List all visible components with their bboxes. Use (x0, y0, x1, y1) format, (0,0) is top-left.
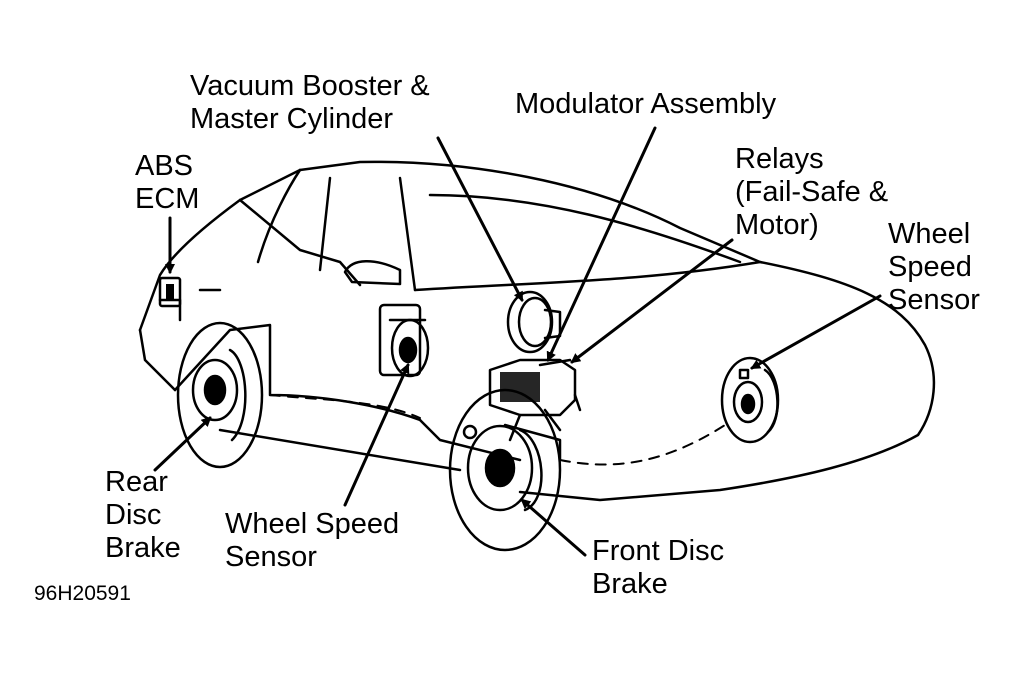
label-modulator-assembly: Modulator Assembly (515, 88, 776, 121)
label-relays-line-2: (Fail-Safe & (735, 176, 889, 208)
label-abs-ecm-line-1: ABS (135, 150, 194, 182)
label-rear-disc-brake: Rear Disc Brake (105, 466, 181, 565)
arrow-wheel-speed-front (750, 294, 882, 370)
label-relays-line-1: Relays (735, 143, 824, 175)
label-wheel-speed-rear-line-2: Sensor (225, 541, 317, 573)
arrow-wheel-speed-rear (343, 363, 410, 507)
label-front-disc-brake: Front Disc Brake (592, 535, 724, 601)
label-wheel-speed-front-line-2: Speed (888, 251, 972, 283)
label-abs-ecm: ABS ECM (135, 150, 199, 216)
label-front-disc-brake-line-2: Brake (592, 568, 668, 600)
label-relays-line-3: Motor) (735, 209, 819, 241)
label-rear-disc-brake-line-1: Rear (105, 466, 168, 498)
vacuum-booster-component (506, 290, 562, 354)
arrow-rear-disc-brake (153, 416, 212, 472)
label-wheel-speed-sensor-front: Wheel Speed Sensor (888, 218, 980, 317)
label-front-disc-brake-line-1: Front Disc (592, 535, 725, 567)
label-vacuum-booster-line-2: Master Cylinder (190, 103, 394, 135)
arrow-relays (570, 238, 734, 364)
label-abs-ecm-line-2: ECM (135, 183, 200, 215)
arrow-front-disc-brake (520, 498, 587, 557)
abs-ecm-component (158, 276, 182, 308)
label-rear-disc-brake-line-3: Brake (105, 532, 181, 564)
label-vacuum-booster: Vacuum Booster & Master Cylinder (190, 70, 430, 136)
figure-id: 96H20591 (34, 582, 131, 605)
front-wheel-speed-sensor-component (720, 356, 780, 444)
front-wheel (448, 388, 562, 552)
arrow-modulator (546, 126, 657, 362)
rear-wheel (176, 321, 264, 469)
label-vacuum-booster-line-1: Vacuum Booster & (190, 70, 430, 102)
rear-wheel-speed-sensor-component (378, 303, 430, 378)
label-modulator-line-1: Modulator Assembly (515, 88, 777, 120)
brake-lines (269, 394, 726, 466)
label-rear-disc-brake-line-2: Disc (105, 499, 162, 531)
label-wheel-speed-rear-line-1: Wheel Speed (225, 508, 400, 540)
arrow-vacuum-booster (436, 136, 524, 302)
label-relays: Relays (Fail-Safe & Motor) (735, 143, 888, 242)
label-wheel-speed-front-line-3: Sensor (888, 284, 980, 316)
leader-arrows (153, 126, 882, 557)
label-wheel-speed-front-line-1: Wheel (888, 218, 971, 250)
label-wheel-speed-sensor-rear: Wheel Speed Sensor (225, 508, 399, 574)
